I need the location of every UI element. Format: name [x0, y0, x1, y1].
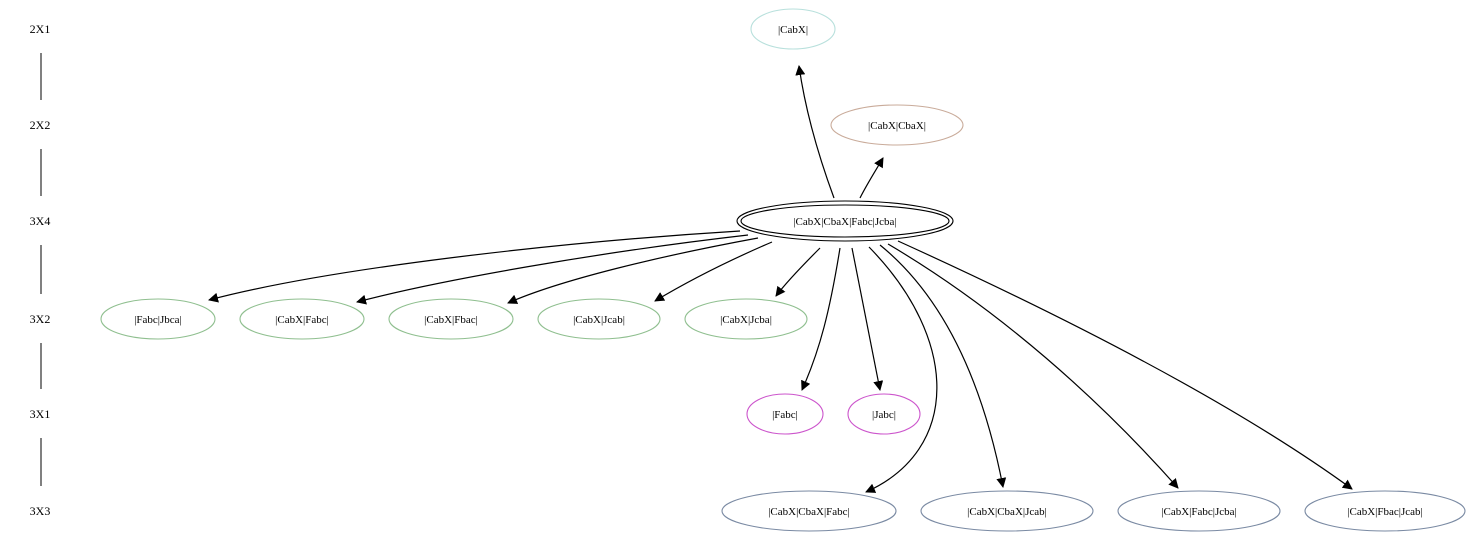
node-ellipse — [388, 298, 514, 340]
rank-label-3x3: 3X3 — [30, 504, 51, 518]
node-ellipse — [100, 298, 216, 340]
node-n_cabx_fabc[interactable]: |CabX|Fabc| — [239, 298, 365, 340]
node-label: |Jabc| — [872, 409, 896, 421]
edge-n_root-to-n_fabc — [801, 247, 841, 391]
rank-label-3x1: 3X1 — [30, 407, 51, 421]
edge-n_root-to-n_cabx — [795, 65, 835, 199]
node-label: |CabX|CbaX|Fabc| — [768, 506, 850, 518]
node-n_root[interactable]: |CabX|CbaX|Fabc|Jcba| — [736, 200, 954, 242]
rank-label-3x4: 3X4 — [30, 214, 51, 228]
node-n_cabx_jcba[interactable]: |CabX|Jcba| — [684, 298, 808, 340]
node-ellipse — [1304, 490, 1466, 532]
node-ellipse — [239, 298, 365, 340]
node-label: |CabX|Fabc|Jcba| — [1161, 506, 1236, 518]
node-inner-ellipse — [740, 204, 950, 238]
node-label: |Fabc| — [772, 409, 798, 421]
edge-n_root-to-n_cabx_fbac_jcab — [897, 240, 1353, 490]
node-label: |CabX|CbaX| — [868, 120, 926, 132]
rank-label-2x2: 2X2 — [30, 118, 51, 132]
node-ellipse — [746, 393, 824, 435]
node-n_jabc[interactable]: |Jabc| — [847, 393, 921, 435]
node-ellipse — [847, 393, 921, 435]
edge-n_root-to-n_cabx_jcab — [654, 241, 773, 302]
node-n_cabx_cbax_jcab[interactable]: |CabX|CbaX|Jcab| — [920, 490, 1094, 532]
node-n_cabx_fbac[interactable]: |CabX|Fbac| — [388, 298, 514, 340]
node-ellipse — [830, 104, 964, 146]
node-label: |CabX| — [778, 24, 808, 36]
node-ellipse — [920, 490, 1094, 532]
node-label: |CabX|Fabc| — [275, 314, 329, 326]
node-label: |CabX|CbaX|Jcab| — [967, 506, 1047, 518]
edge-n_root-to-n_cabx_fabc_jcba — [887, 243, 1179, 489]
node-label: |CabX|Fbac|Jcab| — [1347, 506, 1422, 518]
node-label: |Fabc|Jbca| — [134, 314, 182, 326]
node-ellipse — [736, 200, 954, 242]
node-ellipse — [684, 298, 808, 340]
rank-label-3x2: 3X2 — [30, 312, 51, 326]
rank-label-2x1: 2X1 — [30, 22, 51, 36]
node-n_cabx_cbax[interactable]: |CabX|CbaX| — [830, 104, 964, 146]
node-label: |CabX|CbaX|Fabc|Jcba| — [793, 216, 896, 228]
node-n_cabx_jcab[interactable]: |CabX|Jcab| — [537, 298, 661, 340]
node-n_cabx_fabc_jcba[interactable]: |CabX|Fabc|Jcba| — [1117, 490, 1281, 532]
edge-n_root-to-n_fabc_jbca — [208, 230, 741, 303]
edge-n_root-to-n_cabx_cbax — [859, 157, 884, 199]
node-ellipse — [721, 490, 897, 532]
node-n_cabx[interactable]: |CabX| — [750, 8, 836, 50]
node-n_cabx_fbac_jcab[interactable]: |CabX|Fbac|Jcab| — [1304, 490, 1466, 532]
edge-n_root-to-n_jabc — [851, 247, 884, 391]
edge-n_root-to-n_cabx_jcba — [775, 247, 821, 297]
node-label: |CabX|Fbac| — [424, 314, 478, 326]
edge-n_root-to-n_cabx_cbax_jcab — [879, 244, 1007, 488]
edge-n_root-to-n_cabx_fbac — [507, 237, 759, 304]
edges — [208, 65, 1353, 493]
node-n_cabx_cbax_fabc[interactable]: |CabX|CbaX|Fabc| — [721, 490, 897, 532]
nodes: |CabX| |CabX|CbaX| |CabX|CbaX|Fabc|Jcba| |F… — [100, 8, 1466, 532]
rank-axis: 2X1 2X2 3X4 3X2 3X1 3X3 — [30, 22, 51, 518]
node-label: |CabX|Jcab| — [573, 314, 625, 326]
node-n_fabc[interactable]: |Fabc| — [746, 393, 824, 435]
node-n_fabc_jbca[interactable]: |Fabc|Jbca| — [100, 298, 216, 340]
node-ellipse — [750, 8, 836, 50]
edge-n_root-to-n_cabx_cbax_fabc — [865, 246, 938, 493]
node-label: |CabX|Jcba| — [720, 314, 772, 326]
edge-n_root-to-n_cabx_fabc — [356, 234, 749, 305]
node-ellipse — [537, 298, 661, 340]
node-ellipse — [1117, 490, 1281, 532]
